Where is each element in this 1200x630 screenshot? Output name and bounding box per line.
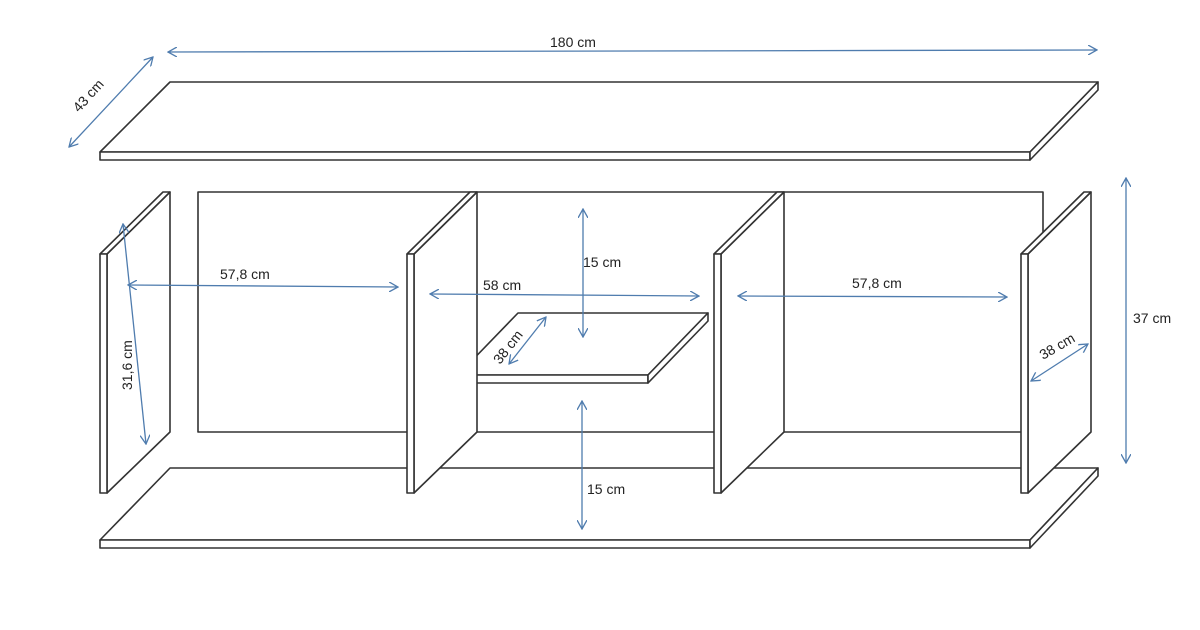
upper-gap-label: 15 cm (583, 254, 621, 270)
middle-compartment-arrow (430, 294, 699, 296)
panel-divider-2 (713, 191, 785, 494)
shelf-depth-arrow (509, 317, 546, 364)
bottom-plate (99, 467, 1099, 549)
left-compartment-label: 57,8 cm (220, 266, 270, 282)
lower-gap-label: 15 cm (587, 481, 625, 497)
side-height-arrow (123, 224, 146, 444)
right-compartment-label: 57,8 cm (852, 275, 902, 291)
height-label: 37 cm (1133, 310, 1171, 326)
side-height-label: 31,6 cm (119, 340, 135, 390)
panel-divider-1 (406, 191, 478, 494)
depth-label: 43 cm (69, 76, 106, 115)
left-compartment-arrow (128, 285, 398, 287)
width-label: 180 cm (550, 34, 596, 50)
panel-right (1020, 191, 1092, 494)
width-arrow (168, 50, 1097, 52)
middle-compartment-label: 58 cm (483, 277, 521, 293)
depth-arrow (69, 57, 153, 147)
inner-depth-arrow (1031, 344, 1088, 381)
right-compartment-arrow (738, 296, 1007, 297)
top-plate (99, 81, 1099, 161)
back-panel (197, 191, 1044, 433)
